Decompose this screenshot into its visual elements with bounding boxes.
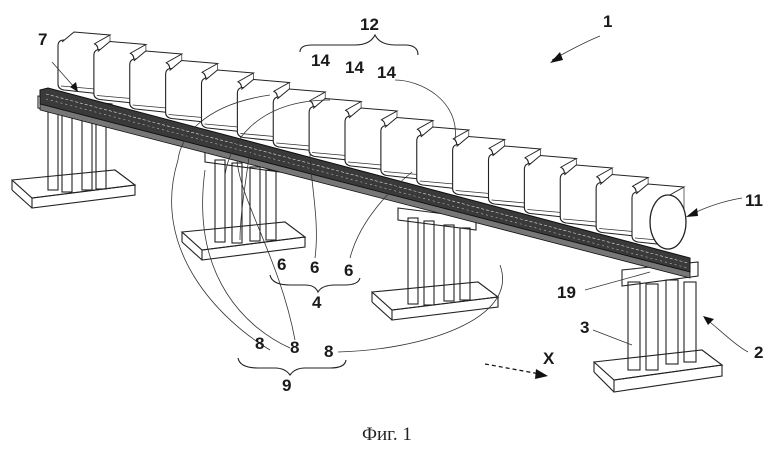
label-12: 12 <box>360 15 379 34</box>
figure-caption: Фиг. 1 <box>362 424 412 445</box>
label-2: 2 <box>754 343 763 362</box>
label-8-b: 8 <box>290 338 299 357</box>
label-3: 3 <box>580 318 589 337</box>
module-row <box>58 32 686 249</box>
label-6-a: 6 <box>277 255 286 274</box>
label-11: 11 <box>745 191 763 210</box>
label-x: X <box>543 349 555 368</box>
label-7: 7 <box>38 30 47 49</box>
label-14-b: 14 <box>345 58 364 77</box>
end-cap <box>650 195 686 249</box>
label-6-c: 6 <box>344 261 353 280</box>
support-middle-2 <box>372 208 498 320</box>
support-right <box>594 262 722 392</box>
label-8-a: 8 <box>255 334 264 353</box>
label-9: 9 <box>282 376 291 395</box>
label-4: 4 <box>312 293 322 312</box>
label-8-c: 8 <box>324 342 333 361</box>
label-6-b: 6 <box>310 258 319 277</box>
label-14-a: 14 <box>311 51 330 70</box>
label-1: 1 <box>603 12 612 31</box>
label-14-c: 14 <box>377 63 396 82</box>
label-19: 19 <box>557 283 576 302</box>
